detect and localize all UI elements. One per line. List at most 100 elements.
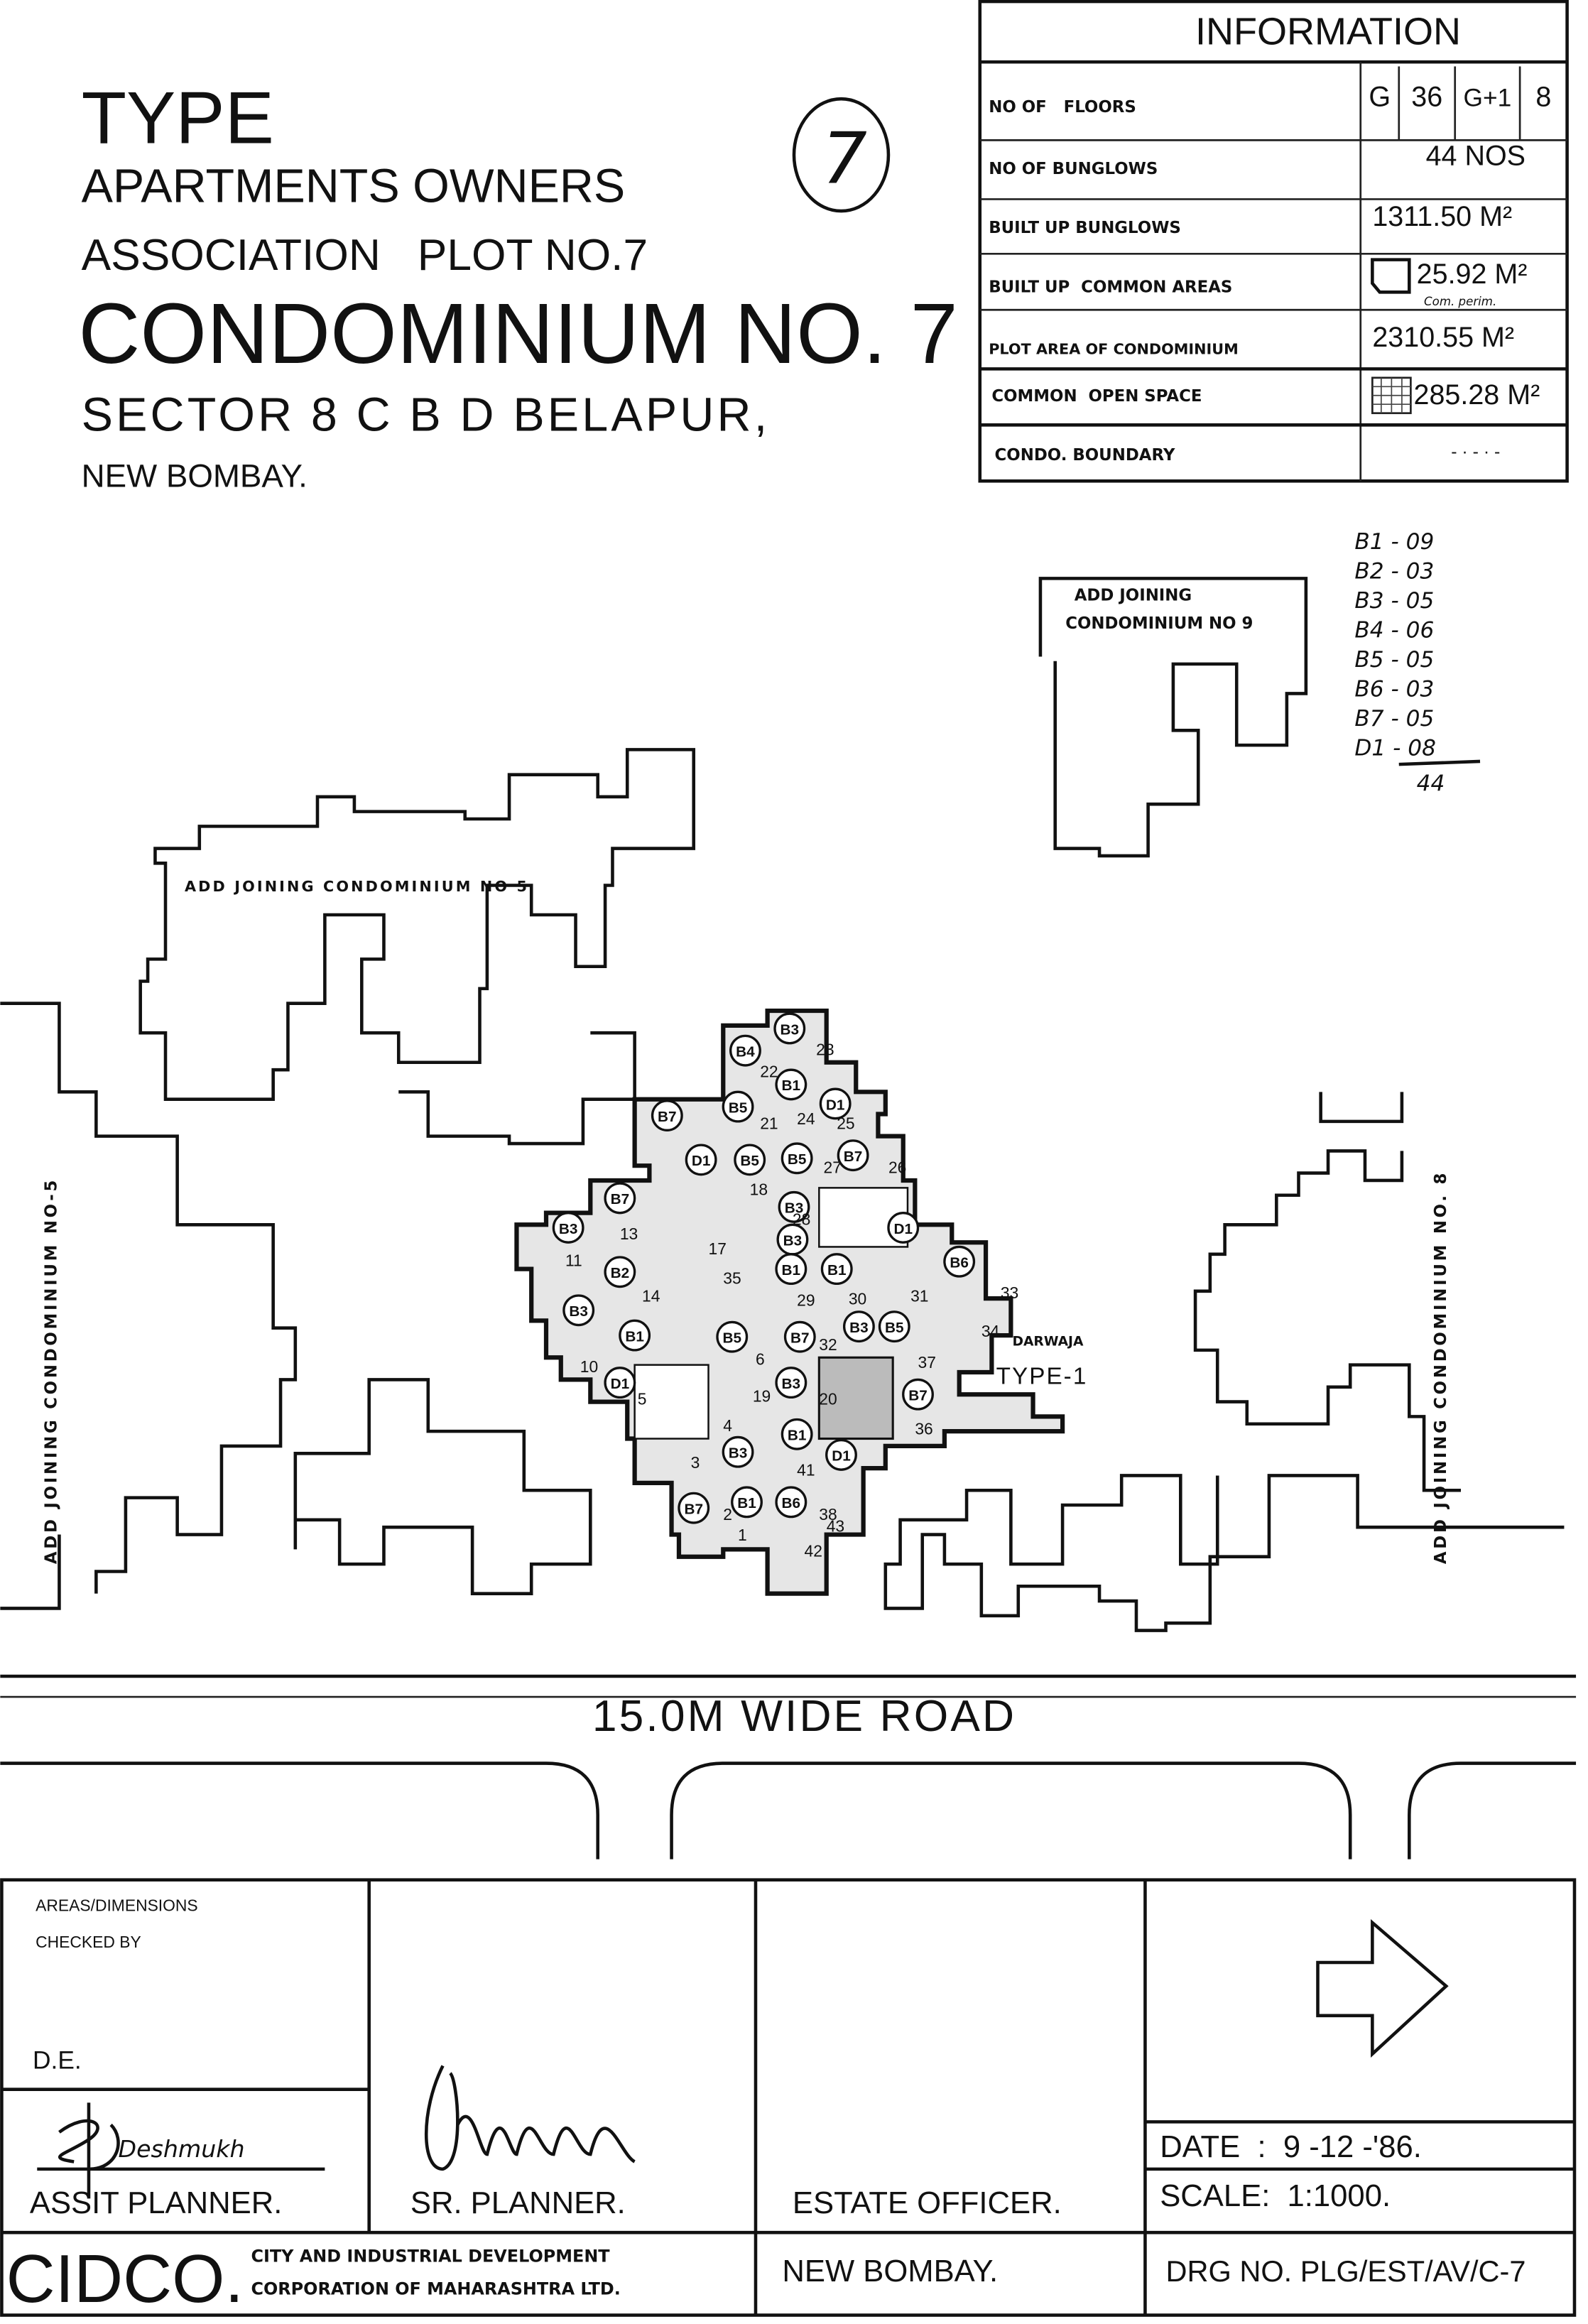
unit-label: B4 [736,1043,755,1060]
unit-label: B7 [684,1501,703,1517]
unit-marker [819,1087,852,1120]
title-sector: SECTOR 8 C B D BELAPUR, [82,389,771,442]
unit-label: B5 [740,1153,759,1169]
unit-label: B3 [849,1320,869,1336]
unit-number: 35 [723,1269,741,1287]
unit-number: 6 [756,1350,765,1369]
unit-marker [604,1182,636,1215]
adjoining-condominium-5-outline [138,748,696,1101]
unit-marker [722,1435,754,1468]
unit-label: B3 [729,1445,748,1462]
asst-planner-label: ASSIT PLANNER. [30,2186,282,2220]
unit-marker [773,1012,806,1045]
unit-number: 38 [819,1505,837,1524]
unit-number: 29 [797,1291,815,1310]
unit-marker [775,1367,807,1399]
asst-signature-text: Deshmukh [119,2135,245,2163]
unit-number: 42 [805,1542,822,1560]
common-building-block [817,1356,894,1440]
unit-number: 5 [638,1390,647,1408]
plan-title: TYPE APARTMENTS OWNERS ASSOCIATION PLOT … [78,77,957,494]
info-label-bunglows: NO OF BUNGLOWS [989,160,1158,178]
unit-label: B5 [788,1151,807,1168]
org-line-2: CORPORATION OF MAHARASHTRA LTD. [251,2279,620,2298]
unit-label: B7 [611,1191,630,1207]
unit-number: 31 [910,1286,928,1305]
date-text: DATE : 9 -12 -'86. [1160,2130,1422,2164]
road-curb [0,1761,1577,1859]
info-floors-g: G [1369,82,1391,113]
place-text: NEW BOMBAY. [782,2254,998,2288]
unit-number: 20 [819,1390,837,1408]
common-area-symbol-icon [1371,258,1411,294]
unit-number: 34 [981,1322,1000,1340]
unit-marker [783,1320,816,1353]
adjoining-9-label-2: CONDOMINIUM NO 9 [1065,614,1253,633]
adjoining-5-label: ADD JOINING CONDOMINIUM NO 5 [185,878,529,895]
unit-marker [619,1319,651,1352]
sr-planner-label: SR. PLANNER. [410,2186,626,2220]
north-arrow-icon [1316,1918,1449,2058]
info-floors-36: 36 [1411,82,1442,113]
tally-item: B7 - 05 [1354,706,1434,732]
checked-label-2: CHECKED BY [36,1933,141,1951]
title-city: NEW BOMBAY. [82,458,308,494]
title-type: TYPE [82,77,274,160]
tally-item: B3 - 05 [1354,588,1434,614]
unit-number: 32 [819,1335,837,1354]
unit-number: 43 [827,1516,844,1535]
tally-item: B1 - 09 [1354,529,1434,555]
unit-marker [775,1068,807,1101]
adjoining-8-side-label: ADD JOINING CONDOMINIUM NO. 8 [1432,1171,1450,1564]
unit-marker [825,1438,857,1471]
information-header: INFORMATION [1195,10,1461,53]
checked-label-1: AREAS/DIMENSIONS [36,1896,197,1914]
unit-number: 11 [565,1251,582,1269]
unit-number: 3 [691,1453,700,1472]
unit-marker [731,1486,763,1519]
unit-label: B7 [790,1330,810,1346]
info-floors-8: 8 [1535,82,1551,113]
unit-marker [887,1212,920,1244]
tally-divider [1398,759,1481,766]
info-value-boundary: - · - · - [1451,442,1500,462]
unit-label: B7 [658,1109,677,1125]
unit-number: 26 [888,1158,906,1177]
unit-label: B5 [722,1330,741,1346]
unit-label: B3 [569,1303,588,1320]
unit-number: 37 [918,1353,936,1372]
estate-officer-label: ESTATE OFFICER. [793,2186,1062,2220]
unit-label: B7 [908,1388,928,1404]
title-line1: APARTMENTS OWNERS [82,161,626,213]
unit-number: 22 [760,1063,778,1081]
unit-number: 36 [915,1419,932,1438]
asst-planner-signature: Deshmukh [37,2102,325,2199]
unit-label: B1 [782,1262,801,1278]
info-label-plot: PLOT AREA OF CONDOMINIUM [989,341,1239,358]
open-space-hatch-icon [1371,376,1412,415]
sr-planner-signature [424,2065,636,2171]
unit-label: B6 [950,1255,969,1271]
info-label-floors: NO OF FLOORS [989,98,1136,116]
circled-mark-icon [792,97,891,213]
scale-text: SCALE: 1:1000. [1160,2179,1391,2213]
unit-number: 2 [723,1505,732,1524]
circled-mark-text: 7 [822,117,866,200]
unit-number: 28 [793,1210,810,1228]
unit-number: 1 [738,1526,747,1544]
drawing-number: DRG NO. PLG/EST/AV/C-7 [1166,2254,1526,2288]
unit-label: D1 [826,1097,845,1113]
unit-marker [943,1245,976,1278]
title-line2: ASSOCIATION PLOT NO.7 [82,231,648,280]
tally-item: D1 - 08 [1354,736,1436,761]
information-table: INFORMATION NO OF FLOORS G 36 G+1 8 NO O… [978,0,1569,483]
tally-item: B5 - 05 [1354,647,1434,673]
unit-label: B3 [783,1232,803,1249]
unit-marker [729,1034,761,1067]
unit-marker [604,1256,636,1288]
unit-number: 30 [849,1289,866,1308]
info-label-builtup: BUILT UP BUNGLOWS [989,219,1181,237]
unit-marker [604,1367,636,1399]
